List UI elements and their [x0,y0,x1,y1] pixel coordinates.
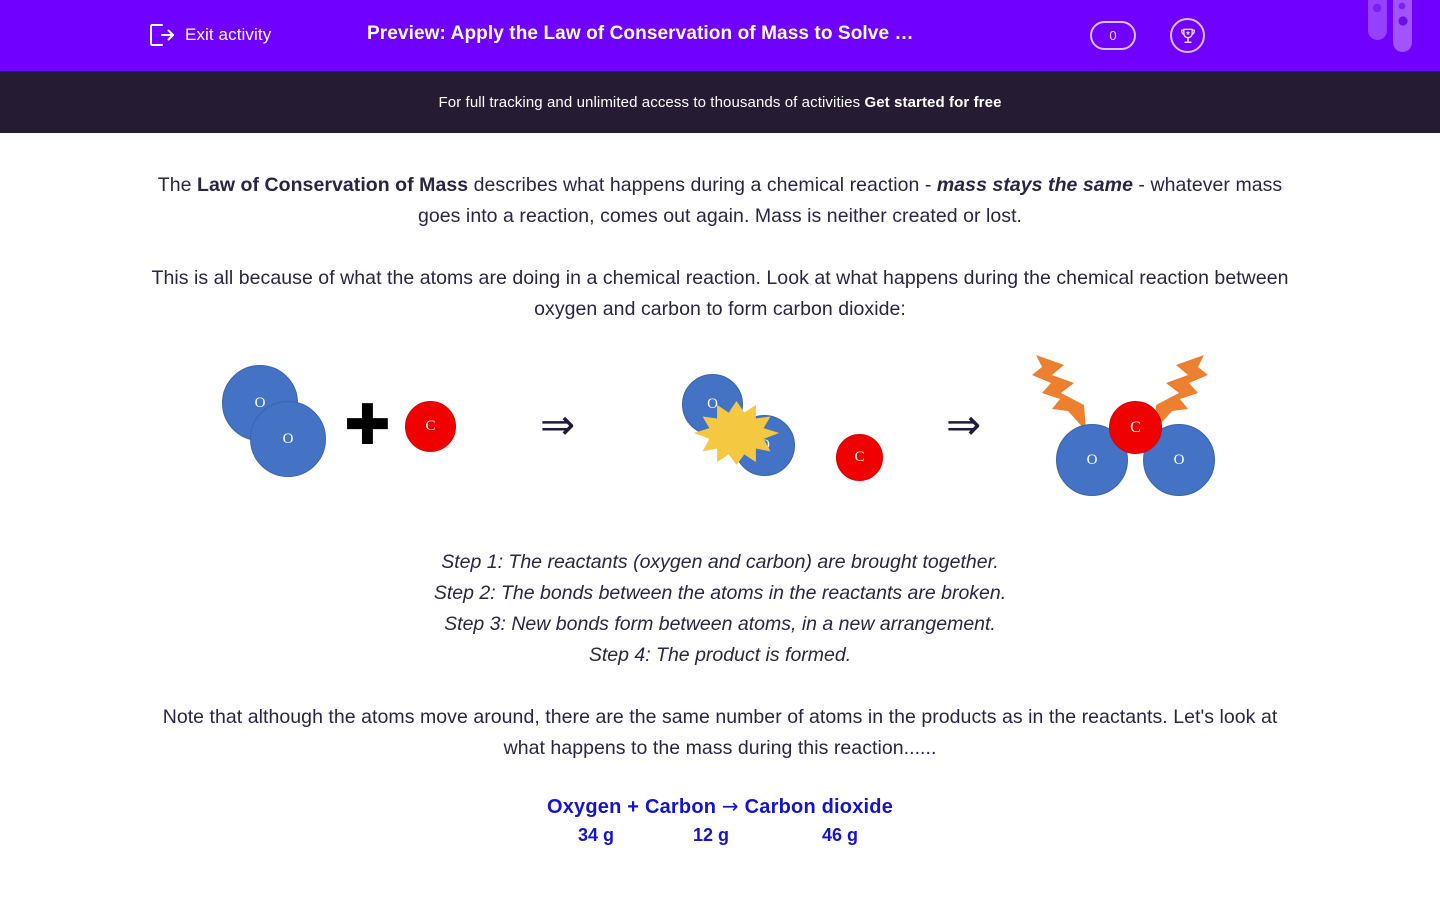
para1-bold-term: Law of Conservation of Mass [196,174,469,196]
atom-carbon-1: C [405,401,456,452]
exit-activity-button[interactable]: Exit activity [148,22,271,48]
equation-reactant-1: Oxygen [546,796,622,818]
energy-bolt-left-icon [1028,353,1098,440]
para1-text-3: - whatever mass goes into a reaction, co… [417,174,1283,227]
exit-activity-label: Exit activity [185,25,272,44]
page-title: Preview: Apply the Law of Conservation o… [367,23,914,44]
trophy-icon [1178,26,1198,46]
equation-mass-1: 34 g [578,825,615,845]
atom-oxygen-2: O [250,401,326,477]
step-line-4: Step 4: The product is formed. [588,644,852,666]
bond-break-burst-icon [688,399,785,472]
energy-bolt-right-icon [1142,353,1212,440]
plus-icon: ✚ [344,393,391,458]
equation-reactant-2: Carbon [644,796,717,818]
reaction-steps-list: Step 1: The reactants (oxygen and carbon… [0,547,1440,671]
reaction-diagram: O O ✚ C ⇒ O O C ⇒ O O C [0,343,1440,543]
score-badge[interactable]: 0 [1090,21,1136,50]
word-equation: Oxygen + Carbon → Carbon dioxide 34 g 12… [0,794,1440,856]
para1-text-2: describes what happens during a chemical… [468,174,937,196]
equation-arrow-icon: → [721,794,739,818]
paragraph-atoms-explanation: This is all because of what the atoms ar… [151,267,1289,320]
score-value: 0 [1109,28,1117,43]
step-line-3: Step 3: New bonds form between atoms, in… [444,613,996,635]
equation-product: Carbon dioxide [744,796,894,818]
equation-mass-2: 12 g [693,825,730,845]
trophy-button[interactable] [1170,18,1205,53]
equation-plus: + [627,796,640,818]
upgrade-banner: For full tracking and unlimited access t… [0,71,1440,133]
atom-carbon-2: C [836,434,883,481]
test-tubes-decoration [1366,0,1418,56]
paragraph-law-of-conservation: The Law of Conservation of Mass describe… [150,170,1290,232]
reaction-arrow-1: ⇒ [540,400,576,449]
app-header: Exit activity Preview: Apply the Law of … [0,0,1440,71]
exit-door-arrow-icon [148,22,176,48]
para1-bold-italic-term: mass stays the same [936,174,1133,196]
banner-text: For full tracking and unlimited access t… [438,94,1001,111]
paragraph-note: Note that although the atoms move around… [162,706,1278,759]
reaction-arrow-2: ⇒ [946,400,982,449]
step-line-2: Step 2: The bonds between the atoms in t… [433,582,1007,604]
atom-carbon-3: C [1109,401,1162,454]
equation-mass-3: 46 g [822,825,859,845]
equation-terms-row: Oxygen + Carbon → Carbon dioxide [0,794,1440,819]
banner-lead-text: For full tracking and unlimited access t… [438,93,865,111]
para1-text-1: The [157,174,197,196]
activity-content: The Law of Conservation of Mass describe… [0,133,1440,856]
banner-cta-link[interactable]: Get started for free [864,93,1002,111]
step-line-1: Step 1: The reactants (oxygen and carbon… [441,551,999,573]
